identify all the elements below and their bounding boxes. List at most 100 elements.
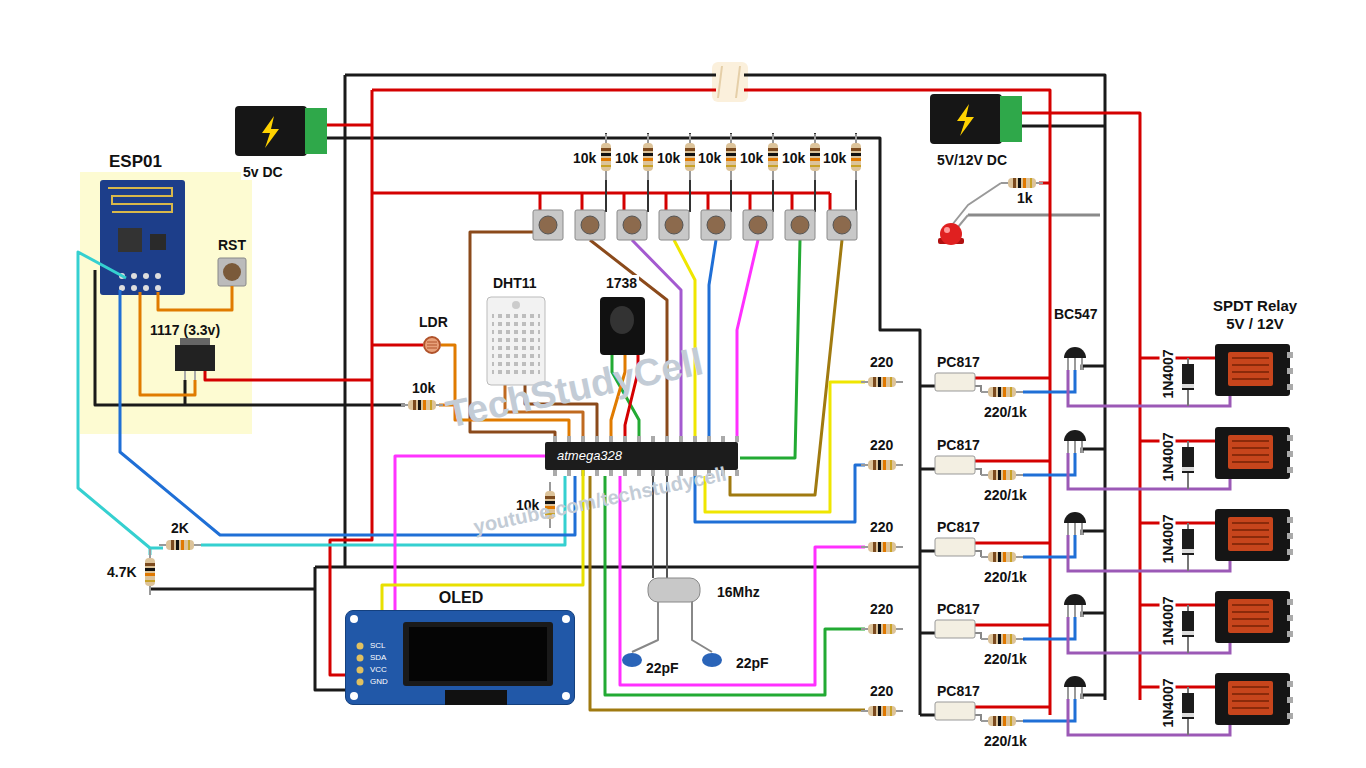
ground-wire xyxy=(345,74,716,77)
resistor-value: 220 xyxy=(868,601,895,617)
mount-hole xyxy=(562,692,570,700)
esp01-panel xyxy=(150,234,166,250)
diode-label: 1N4007 xyxy=(1160,347,1176,400)
resistor-symbol xyxy=(643,134,653,180)
signal-wire xyxy=(140,292,195,395)
regulator-label: 1117 (3.3v) xyxy=(148,322,222,338)
top-rail-break xyxy=(712,62,748,102)
resistor-value: 220 xyxy=(868,437,895,453)
signal-wire xyxy=(632,602,712,652)
resistor-value: 220 xyxy=(868,354,895,370)
sensor-symbol xyxy=(427,342,437,348)
resistor-value: 220/1k xyxy=(982,569,1029,585)
pin-label: GND xyxy=(370,677,388,687)
pullup-wire xyxy=(606,180,856,212)
resistor-symbol xyxy=(1001,178,1043,188)
crystal-symbol xyxy=(702,653,722,667)
signal-wire xyxy=(740,240,800,458)
ground-wire xyxy=(344,75,347,567)
signal-wire xyxy=(620,476,865,685)
resistor-value: 4.7K xyxy=(105,564,139,580)
pushbutton-symbol xyxy=(743,210,773,240)
power-wire xyxy=(325,124,372,127)
pushbutton-symbol xyxy=(785,210,815,240)
crystal-symbol xyxy=(648,578,700,602)
power-wire xyxy=(372,344,423,347)
resistor-value: 10k xyxy=(613,150,640,166)
dc-jack-symbol xyxy=(305,108,327,154)
sensor-symbol xyxy=(424,337,440,353)
crystal-label: 16Mhz xyxy=(715,584,762,600)
led-wire xyxy=(968,214,1100,217)
sensor-label: DHT11 xyxy=(491,275,539,291)
mount-hole xyxy=(350,615,358,623)
pin-label: SCL xyxy=(370,641,386,651)
resistor-value: 220/1k xyxy=(982,487,1029,503)
optocoupler-label: PC817 xyxy=(935,519,982,535)
sda-wire xyxy=(395,456,545,610)
optocoupler-label: PC817 xyxy=(935,601,982,617)
esp01-panel xyxy=(143,273,149,279)
optocoupler-label: PC817 xyxy=(935,683,982,699)
esp01-panel xyxy=(155,285,161,291)
crystal-symbol xyxy=(622,653,642,667)
diode-label: 1N4007 xyxy=(1160,512,1176,565)
resistor-symbol xyxy=(159,540,201,550)
relay-driver-row xyxy=(861,427,1293,489)
button-label: RST xyxy=(216,237,248,253)
resistor-symbol xyxy=(851,134,861,180)
led-symbol xyxy=(938,223,964,245)
signal-wire xyxy=(605,476,865,695)
esp01-panel xyxy=(100,180,185,295)
header-pin xyxy=(357,655,364,662)
esp01-panel xyxy=(118,228,142,252)
relay-driver-row xyxy=(861,673,1293,735)
signal-wire xyxy=(737,240,758,436)
esp01-panel xyxy=(175,345,215,371)
pin-label: SDA xyxy=(370,653,386,663)
power-wire xyxy=(205,371,372,380)
top-rail-break xyxy=(718,66,740,98)
resistor-value: 1k xyxy=(1015,190,1035,206)
dc-jack-symbol xyxy=(1000,96,1022,142)
ground-wire xyxy=(184,380,187,405)
optocoupler-label: PC817 xyxy=(935,354,982,370)
power-wire xyxy=(540,193,830,210)
sensor-symbol xyxy=(600,297,645,355)
transistor-label: BC547 xyxy=(1052,306,1100,322)
pullup-wire xyxy=(606,133,856,212)
dc-jack-symbol xyxy=(262,116,279,148)
sensor-symbol xyxy=(512,301,520,309)
screen xyxy=(409,627,547,681)
oled-module: OLEDSCLSDAVCCGND xyxy=(345,610,575,705)
mount-hole xyxy=(562,615,570,623)
pushbutton-symbol xyxy=(533,210,857,240)
power-wire xyxy=(205,90,1140,715)
resistor-value: 10k xyxy=(410,380,437,396)
sensor-label: 1738 xyxy=(604,275,639,291)
relay-driver-row xyxy=(861,509,1293,571)
resistor-value: 10k xyxy=(571,150,598,166)
ground-wire xyxy=(1020,125,1105,128)
jack-label: 5v DC xyxy=(241,164,285,180)
resistor-value: 10k xyxy=(696,150,723,166)
esp01-panel xyxy=(218,258,246,286)
ground-wire xyxy=(95,270,405,405)
signal-wire xyxy=(952,183,1001,227)
module-name: ESP01 xyxy=(107,152,164,172)
header-pin xyxy=(357,667,364,674)
pushbutton-symbol xyxy=(659,210,689,240)
signal-wire xyxy=(709,240,716,436)
led-symbol xyxy=(940,223,962,245)
power-wire xyxy=(330,90,372,675)
relay-driver-row xyxy=(861,344,1293,406)
diode-label: 1N4007 xyxy=(1160,594,1176,647)
relay-driver-row xyxy=(861,344,1293,735)
resistor-symbol xyxy=(601,134,611,180)
resistor-value: 220 xyxy=(868,519,895,535)
resistor-value: 220 xyxy=(868,683,895,699)
sensor-label: LDR xyxy=(417,314,450,330)
resistor-value: 2K xyxy=(169,520,191,536)
diode-label: 1N4007 xyxy=(1160,430,1176,483)
sensor-symbol xyxy=(610,306,634,334)
